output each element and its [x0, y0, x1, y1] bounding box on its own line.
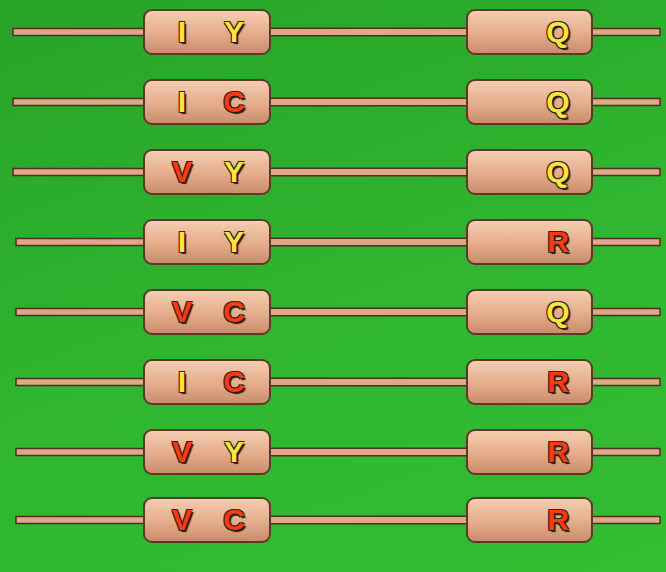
lead-wire [16, 449, 145, 456]
color-code-letter: V [172, 437, 192, 467]
color-code-letter: V [172, 297, 192, 327]
color-code-letter: Y [224, 17, 244, 47]
lead-wire [591, 379, 660, 386]
wire-outline [271, 98, 466, 107]
lead-wire [591, 517, 660, 524]
color-code-letter: Y [224, 227, 244, 257]
lead-wire [591, 309, 660, 316]
lead-wire [13, 29, 145, 36]
resistor-body-left: IC [143, 79, 271, 125]
resistor-body-right: R [466, 219, 593, 265]
wire-outline [271, 28, 466, 37]
wire-stubs [13, 29, 660, 524]
connecting-wire [271, 309, 466, 315]
lead-wire [13, 169, 145, 176]
connecting-wire [271, 517, 466, 523]
resistor-body-right: Q [466, 9, 593, 55]
color-code-letter: I [178, 367, 186, 397]
resistor-body-left: IC [143, 359, 271, 405]
lead-wire [591, 29, 660, 36]
wire-outline [271, 168, 466, 177]
connecting-wire [271, 239, 466, 245]
lead-wire [16, 239, 145, 246]
connecting-wire [271, 449, 466, 455]
connecting-wire [271, 29, 466, 35]
wire-outline [271, 448, 466, 457]
color-code-letter: I [178, 227, 186, 257]
color-code-letter: Q [546, 157, 569, 187]
resistor-body-right: Q [466, 149, 593, 195]
resistor-body-right: R [466, 359, 593, 405]
resistor-body-left: VC [143, 497, 271, 543]
lead-wire [13, 99, 145, 106]
lead-wire [591, 169, 660, 176]
lead-wire [16, 379, 145, 386]
color-code-letter: R [547, 367, 569, 397]
resistor-body-left: VY [143, 149, 271, 195]
color-code-letter: Y [224, 437, 244, 467]
color-code-letter: C [223, 87, 245, 117]
lead-wire [16, 517, 145, 524]
color-code-letter: C [223, 367, 245, 397]
resistor-body-right: R [466, 497, 593, 543]
resistor-body-left: IY [143, 9, 271, 55]
color-code-letter: V [172, 505, 192, 535]
wire-outline [271, 516, 466, 525]
resistor-body-right: R [466, 429, 593, 475]
lead-wire [16, 309, 145, 316]
wire-outline [271, 238, 466, 247]
lead-wire [591, 99, 660, 106]
color-code-letter: I [178, 87, 186, 117]
color-code-letter: C [223, 505, 245, 535]
wire-outline [271, 308, 466, 317]
lead-wire [591, 239, 660, 246]
connecting-wire [271, 379, 466, 385]
color-code-letter: R [547, 437, 569, 467]
color-code-letter: R [547, 227, 569, 257]
wire-outline [271, 378, 466, 387]
connecting-wire [271, 99, 466, 105]
resistor-body-left: VY [143, 429, 271, 475]
connecting-wire [271, 169, 466, 175]
resistor-body-right: Q [466, 289, 593, 335]
color-code-letter: V [172, 157, 192, 187]
color-code-letter: Y [224, 157, 244, 187]
resistor-body-left: IY [143, 219, 271, 265]
color-code-letter: R [547, 505, 569, 535]
resistor-body-left: VC [143, 289, 271, 335]
color-code-letter: Q [546, 17, 569, 47]
lead-wire [591, 449, 660, 456]
color-code-letter: Q [546, 87, 569, 117]
color-code-letter: I [178, 17, 186, 47]
color-code-letter: Q [546, 297, 569, 327]
resistor-body-right: Q [466, 79, 593, 125]
color-code-letter: C [223, 297, 245, 327]
